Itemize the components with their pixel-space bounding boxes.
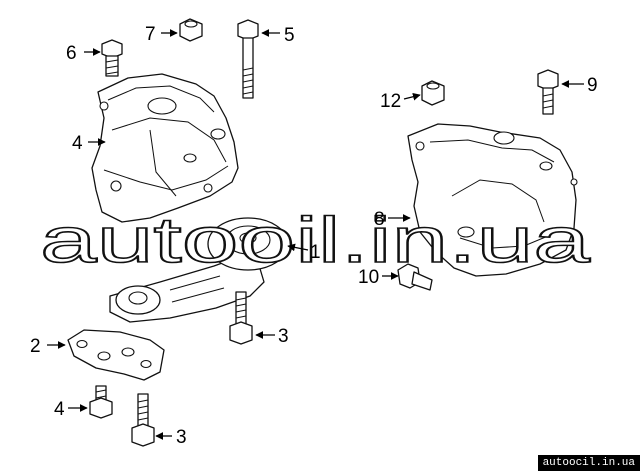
bolt-11: [397, 263, 433, 291]
bolt-3-upper: [229, 291, 253, 345]
bolt-7: [101, 39, 123, 77]
watermark-text: autooil.in.ua: [40, 204, 591, 276]
bolt-4: [89, 385, 113, 419]
callout-9: 8: [374, 209, 385, 230]
callout-1: 1: [310, 242, 321, 263]
callout-4: 4: [54, 399, 65, 420]
engine-mount-right: [407, 123, 578, 277]
callout-2: 2: [30, 336, 41, 357]
callout-11: 10: [358, 267, 379, 288]
callout-8: 7: [145, 24, 156, 45]
callout-10: 9: [587, 75, 598, 96]
callout-3-lower: 3: [176, 427, 187, 448]
footer-url: autoocil.in.ua: [537, 455, 640, 471]
nut-8: [179, 18, 203, 42]
callout-7: 6: [66, 43, 77, 64]
callout-3-upper: 3: [278, 326, 289, 347]
callout-12: 12: [380, 91, 401, 112]
nut-12: [421, 80, 445, 106]
engine-mount-bracket-left: [91, 73, 239, 223]
bolt-6: [237, 19, 259, 99]
callout-arrows: [47, 29, 584, 440]
bolt-3-lower: [131, 393, 155, 447]
callout-6: 5: [284, 25, 295, 46]
torque-rod-mount: [109, 217, 289, 323]
callout-5: 4: [72, 133, 83, 154]
bracket-plate-2: [67, 329, 165, 381]
bolt-10: [537, 69, 559, 115]
